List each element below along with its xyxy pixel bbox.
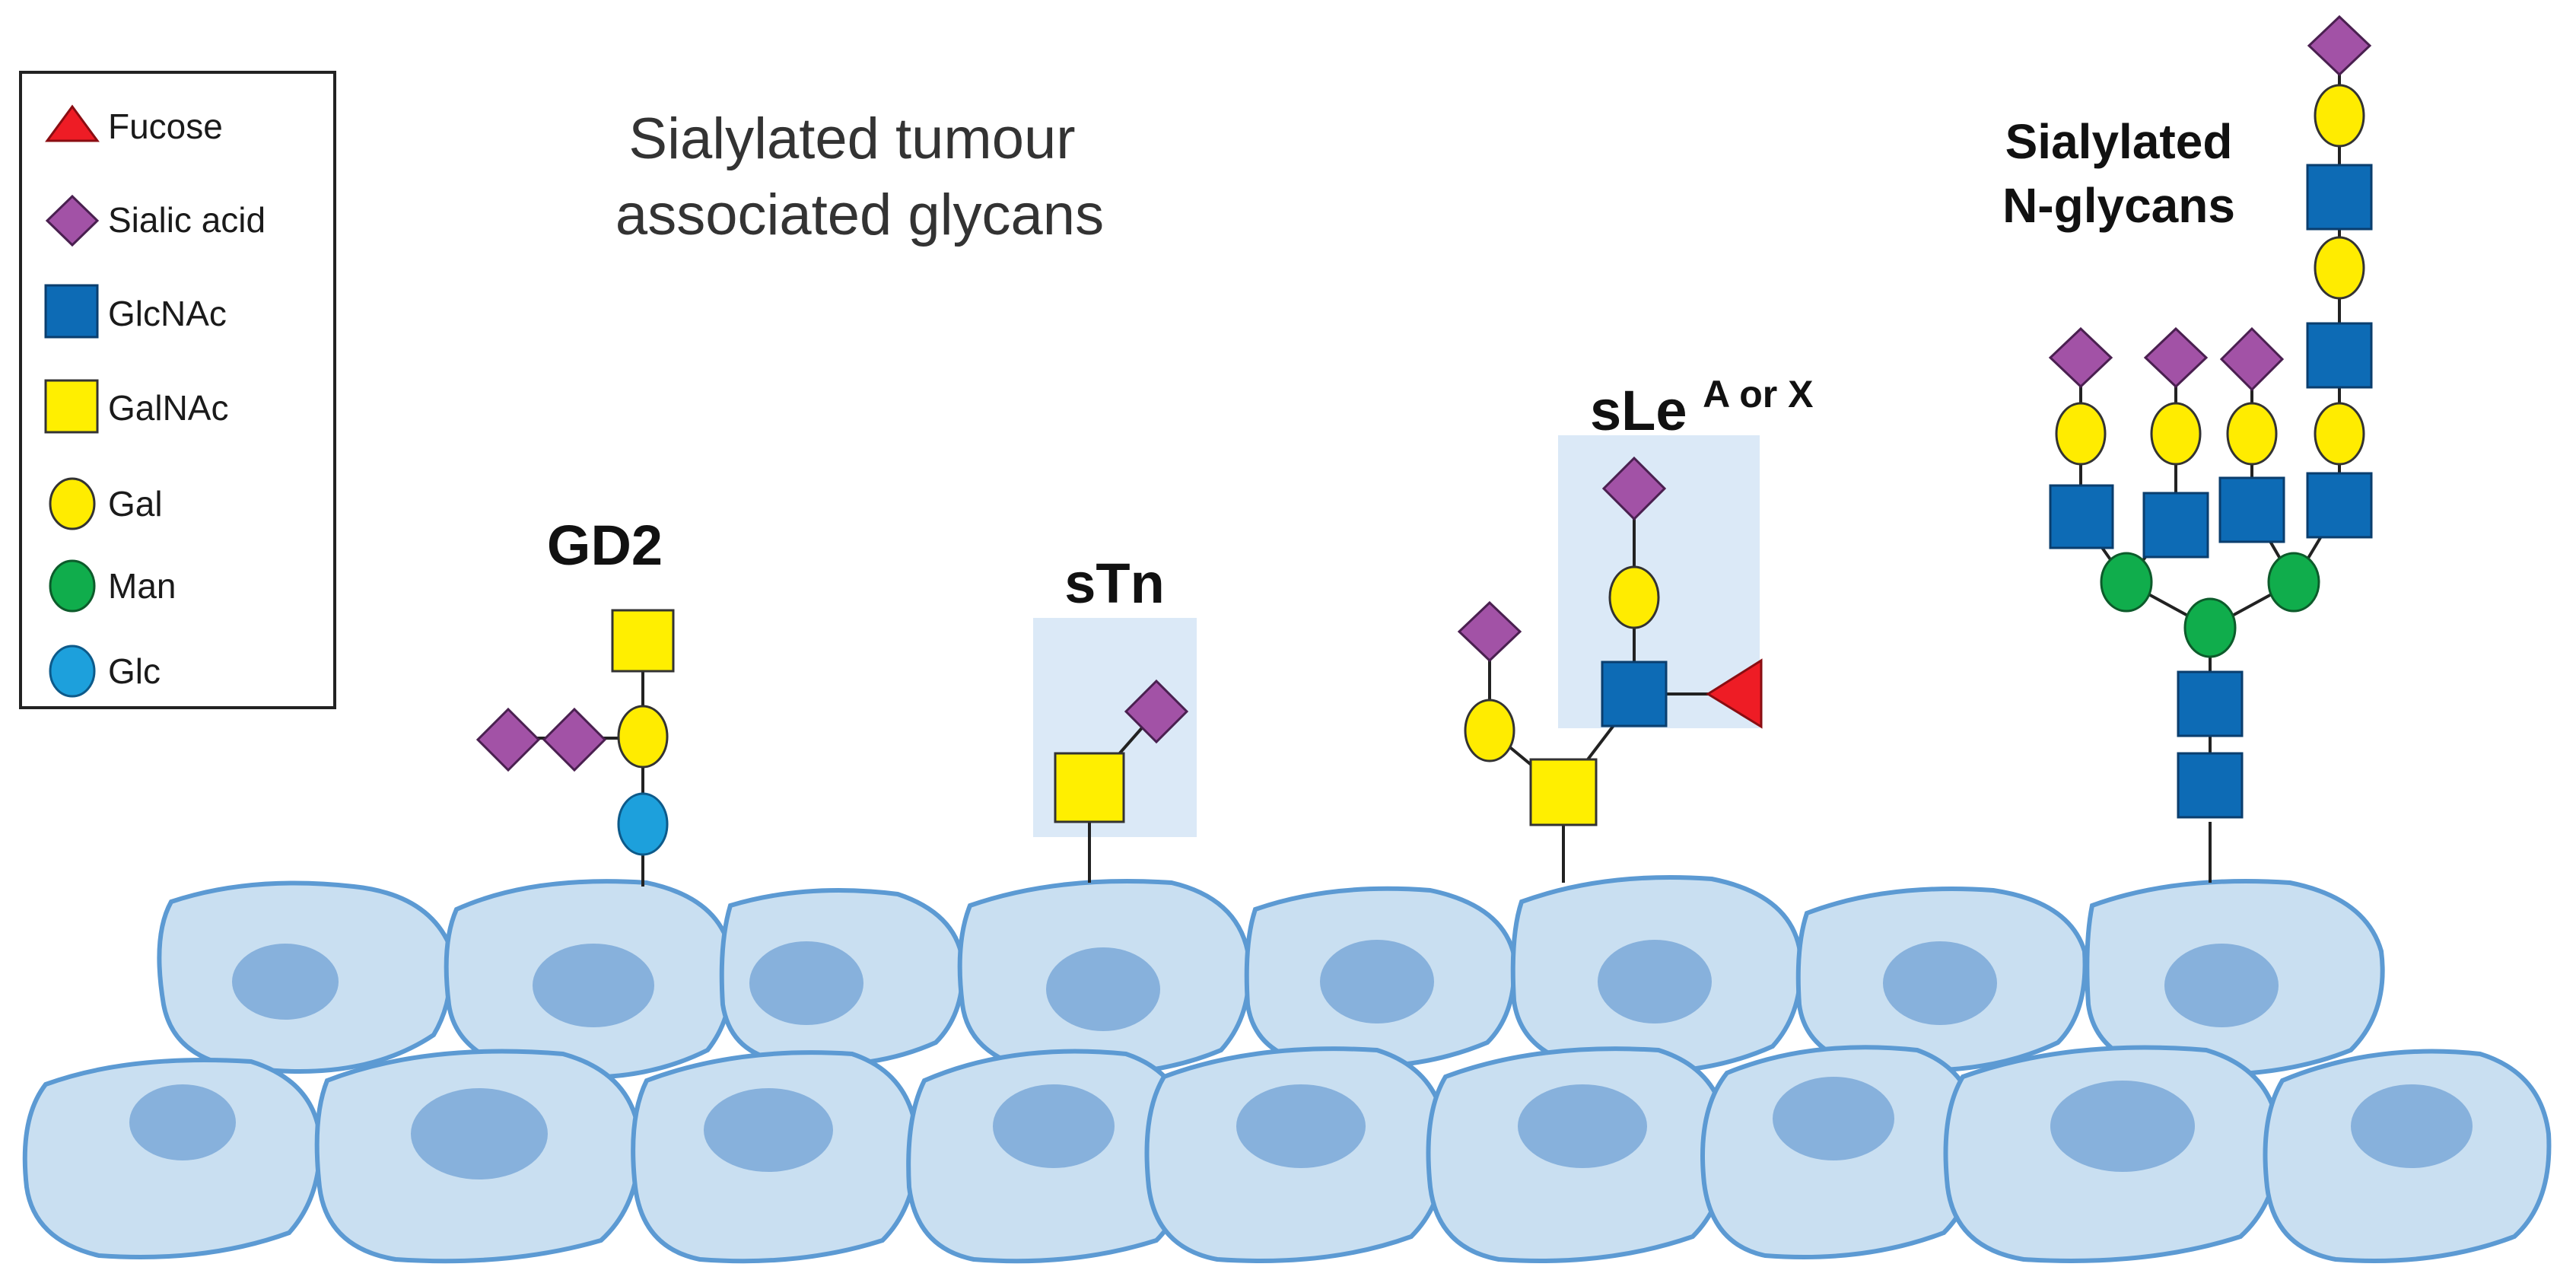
legend: Fucose Sialic acid GlcNAc GalNAc Gal Man… (19, 71, 336, 709)
glcnac-icon (2049, 484, 2114, 549)
man-icon (2100, 552, 2153, 613)
legend-label-glc: Glc (108, 651, 161, 691)
sle-label: sLe A or X (1590, 373, 1813, 442)
glcnac-icon (2177, 752, 2244, 819)
legend-label-man: Man (108, 566, 176, 606)
cell (1426, 1046, 1730, 1263)
glycan-sle: sLe A or X (1457, 373, 1813, 883)
glcnac-icon (2306, 322, 2373, 389)
sialic-acid-icon (2048, 326, 2113, 389)
sle-label-superscript: A or X (1703, 373, 1813, 415)
gal-icon (2314, 236, 2365, 300)
cell (719, 888, 965, 1068)
glcnac-icon (2218, 476, 2285, 543)
gal-icon (2226, 402, 2278, 466)
glcnac-icon (2142, 492, 2209, 559)
legend-label-galnac: GalNAc (108, 388, 228, 428)
glcnac-icon (1601, 661, 1668, 727)
gal-icon (2314, 402, 2365, 466)
cell (1144, 1046, 1449, 1263)
cell (157, 880, 453, 1074)
galnac-icon (1529, 758, 1598, 826)
glcnac-icon (2177, 670, 2244, 737)
gal-icon (1608, 565, 1660, 629)
cell-layer (22, 875, 2552, 1264)
sialic-acid-icon (1457, 600, 1522, 663)
glycan-stn: sTn (1033, 552, 1197, 883)
cell (2085, 879, 2385, 1077)
legend-label-glcnac: GlcNAc (108, 294, 227, 333)
man-icon (2267, 552, 2320, 613)
fucose-icon (45, 104, 100, 142)
glycan-gd2: GD2 (475, 514, 675, 887)
diagram-title-line1: Sialylated tumour (628, 107, 1075, 171)
legend-label-sialic-acid: Sialic acid (108, 200, 266, 240)
gal-icon (2150, 402, 2202, 466)
gal-icon (2314, 84, 2365, 148)
cell (1510, 875, 1803, 1074)
cell (1795, 887, 2088, 1073)
man-icon (49, 559, 96, 613)
glc-icon (49, 645, 96, 698)
gal-icon (617, 705, 669, 769)
legend-label-gal: Gal (108, 484, 163, 524)
cell (1943, 1045, 2282, 1263)
cell (631, 1050, 920, 1264)
man-icon (2183, 597, 2237, 658)
galnac-icon (1054, 752, 1125, 823)
sialic-acid-icon (1601, 456, 1667, 521)
gal-icon (1464, 699, 1515, 762)
sialic-acid-icon (2219, 326, 2285, 392)
glcnac-icon (44, 284, 99, 339)
glycan-n-glycans: Sialylated N-glycans (2002, 14, 2373, 883)
sialic-acid-icon (475, 707, 541, 772)
cell (957, 879, 1251, 1077)
nglycans-label-line2: N-glycans (2002, 178, 2235, 233)
sle-label-main: sLe (1590, 379, 1687, 442)
sialic-acid-icon (2307, 14, 2372, 77)
gal-icon (2055, 402, 2107, 466)
galnac-icon (44, 379, 99, 434)
legend-label-fucose: Fucose (108, 107, 223, 146)
cell (314, 1049, 642, 1264)
cell (1700, 1045, 1981, 1259)
glc-icon (617, 792, 669, 856)
glcnac-icon (2306, 472, 2373, 539)
nglycans-label-line1: Sialylated (2005, 114, 2233, 169)
galnac-icon (611, 609, 675, 673)
sialic-acid-icon (2143, 326, 2209, 389)
stn-label: sTn (1064, 552, 1165, 615)
gal-icon (49, 477, 96, 530)
gd2-label: GD2 (547, 514, 663, 577)
diagram-title-line2: associated glycans (615, 183, 1104, 247)
sialic-acid-icon (45, 194, 100, 247)
fucose-icon (1706, 658, 1763, 729)
sialic-acid-icon (1124, 679, 1189, 744)
cell (22, 1058, 323, 1259)
cell (1244, 886, 1517, 1069)
glcnac-icon (2306, 164, 2373, 231)
cell (906, 1049, 1194, 1264)
cell (2263, 1049, 2552, 1263)
cell (444, 879, 734, 1080)
sialic-acid-icon (542, 707, 607, 772)
